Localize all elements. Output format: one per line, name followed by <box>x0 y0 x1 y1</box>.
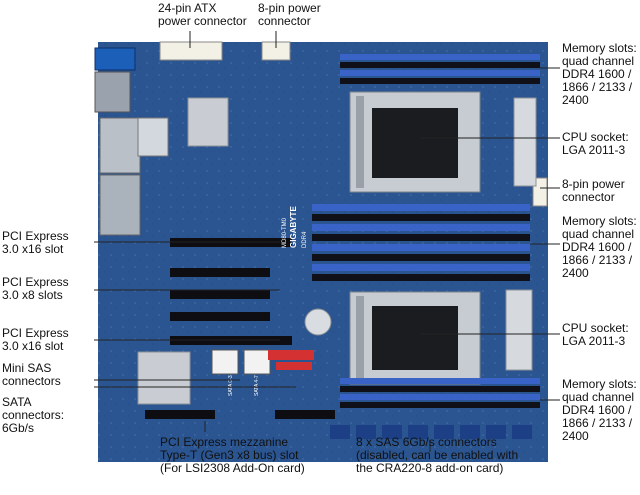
label-memory-top: Memory slots: quad channel DDR4 1600 / 1… <box>562 41 637 107</box>
vrm-heatsink-bottom <box>505 289 533 371</box>
pch-heatsink <box>137 351 191 405</box>
label-cpu-bottom: CPU socket: LGA 2011-3 <box>562 321 629 348</box>
label-8pin-power-top: 8-pin power connector <box>258 1 321 28</box>
lan-ports-top <box>99 117 141 174</box>
mini-sas-connector-1 <box>211 349 239 375</box>
vga-port <box>94 47 136 71</box>
pcie-x8-slot-1 <box>170 268 270 277</box>
vrm-heatsink-top <box>513 97 537 187</box>
cpu-socket-top <box>349 91 481 193</box>
memory-slots-bottom <box>340 378 540 408</box>
label-pcie-x8: PCI Express 3.0 x8 slots <box>2 275 69 302</box>
label-8pin-power-right: 8-pin power connector <box>562 177 625 204</box>
atx-24pin-connector <box>159 41 223 61</box>
cpu-socket-bottom <box>349 291 481 385</box>
board-model: MD80-TM0 <box>282 217 288 248</box>
board-memory-type: DDR4 <box>302 231 308 248</box>
pcie-x8-slot-2 <box>170 290 270 299</box>
label-cpu-top: CPU socket: LGA 2011-3 <box>562 130 629 157</box>
label-mezzanine: PCI Express mezzanine Type-T (Gen3 x8 bu… <box>160 435 305 475</box>
cmos-battery <box>304 308 332 336</box>
board-sata-silk: SATA 0-3 <box>228 375 234 396</box>
mezzanine-slot-left <box>145 410 215 419</box>
mezzanine-slot-right <box>275 410 335 419</box>
rear-io <box>94 47 169 236</box>
board-sata-silk-2: SATA 4-7 <box>254 375 260 396</box>
memory-slots-middle <box>312 204 530 281</box>
label-atx-power: 24-pin ATX power connector <box>158 1 247 28</box>
lan-ports-bottom <box>99 174 141 236</box>
label-memory-middle: Memory slots: quad channel DDR4 1600 / 1… <box>562 214 637 280</box>
usb-ports <box>94 71 131 113</box>
bmc-heatsink <box>187 97 229 147</box>
label-pcie-x16-bottom: PCI Express 3.0 x16 slot <box>2 326 69 353</box>
sata-connectors <box>268 350 314 360</box>
label-sas-connectors: 8 x SAS 6Gb/s connectors (disabled, can … <box>356 435 519 475</box>
sata-connectors-2 <box>276 362 312 370</box>
memory-slots-top <box>340 54 540 84</box>
label-pcie-x16-top: PCI Express 3.0 x16 slot <box>2 229 69 256</box>
board-brand: GIGABYTE <box>289 206 298 248</box>
pcie-x8-slot-3 <box>170 312 270 321</box>
sas-connectors-row <box>330 425 532 439</box>
label-memory-bottom: Memory slots: quad channel DDR4 1600 / 1… <box>562 377 637 443</box>
mini-sas-connector-2 <box>243 349 271 375</box>
leader-lines <box>94 31 560 452</box>
label-sata: SATA connectors: 6Gb/s <box>2 395 65 435</box>
io-shield-block <box>137 117 169 157</box>
label-mini-sas: Mini SAS connectors <box>2 361 61 388</box>
